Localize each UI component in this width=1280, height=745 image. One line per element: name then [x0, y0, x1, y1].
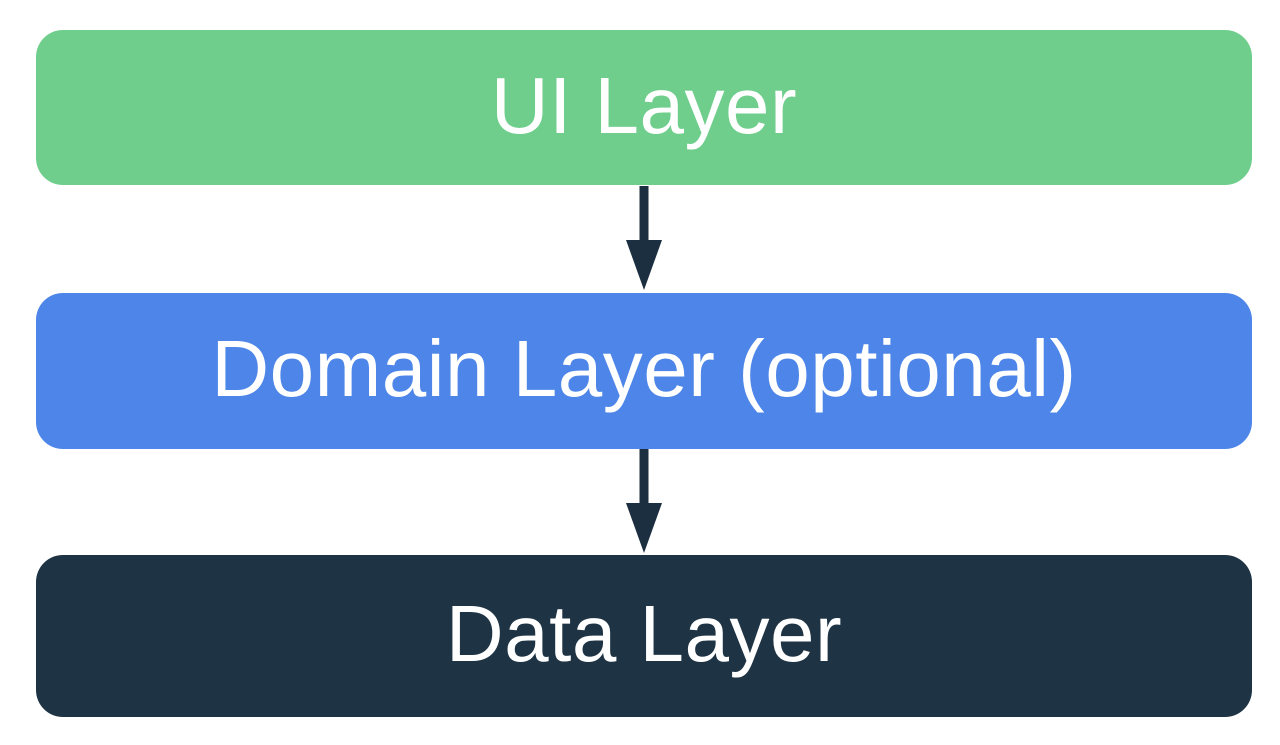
- layer-box-data: Data Layer: [36, 555, 1252, 717]
- layer-label-ui: UI Layer: [490, 60, 798, 150]
- arrow-down-ui-to-domain-icon: [626, 186, 662, 290]
- layer-box-ui: UI Layer: [36, 30, 1252, 185]
- arrow-down-domain-to-data-icon: [626, 449, 662, 553]
- layer-box-domain: Domain Layer (optional): [36, 293, 1252, 449]
- layer-label-domain: Domain Layer (optional): [211, 324, 1077, 413]
- layer-label-data: Data Layer: [445, 589, 843, 678]
